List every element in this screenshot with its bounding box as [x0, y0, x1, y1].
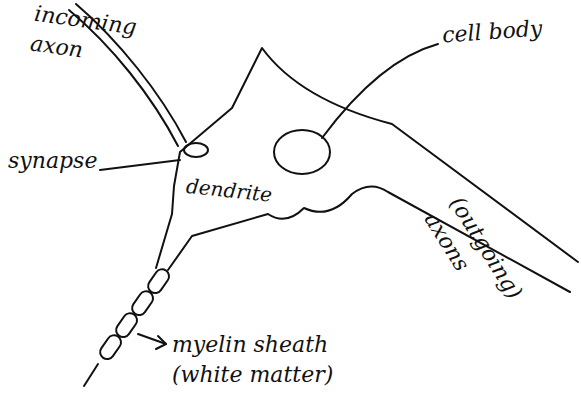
part-label: (outgoing) axons [417, 191, 536, 333]
part-label: cell body [441, 12, 573, 51]
leader-line [322, 44, 438, 138]
cell-body-circle [274, 130, 330, 174]
leader-arrowhead [156, 336, 166, 349]
part-label: incoming axon [28, 0, 145, 73]
part-label: myelin sheath (white matter) [172, 330, 377, 389]
cell-outline [156, 48, 578, 292]
myelin-sheath [84, 267, 172, 386]
leader-line [100, 160, 180, 170]
part-label: synapse [8, 146, 108, 176]
part-label: dendrite [185, 173, 287, 210]
